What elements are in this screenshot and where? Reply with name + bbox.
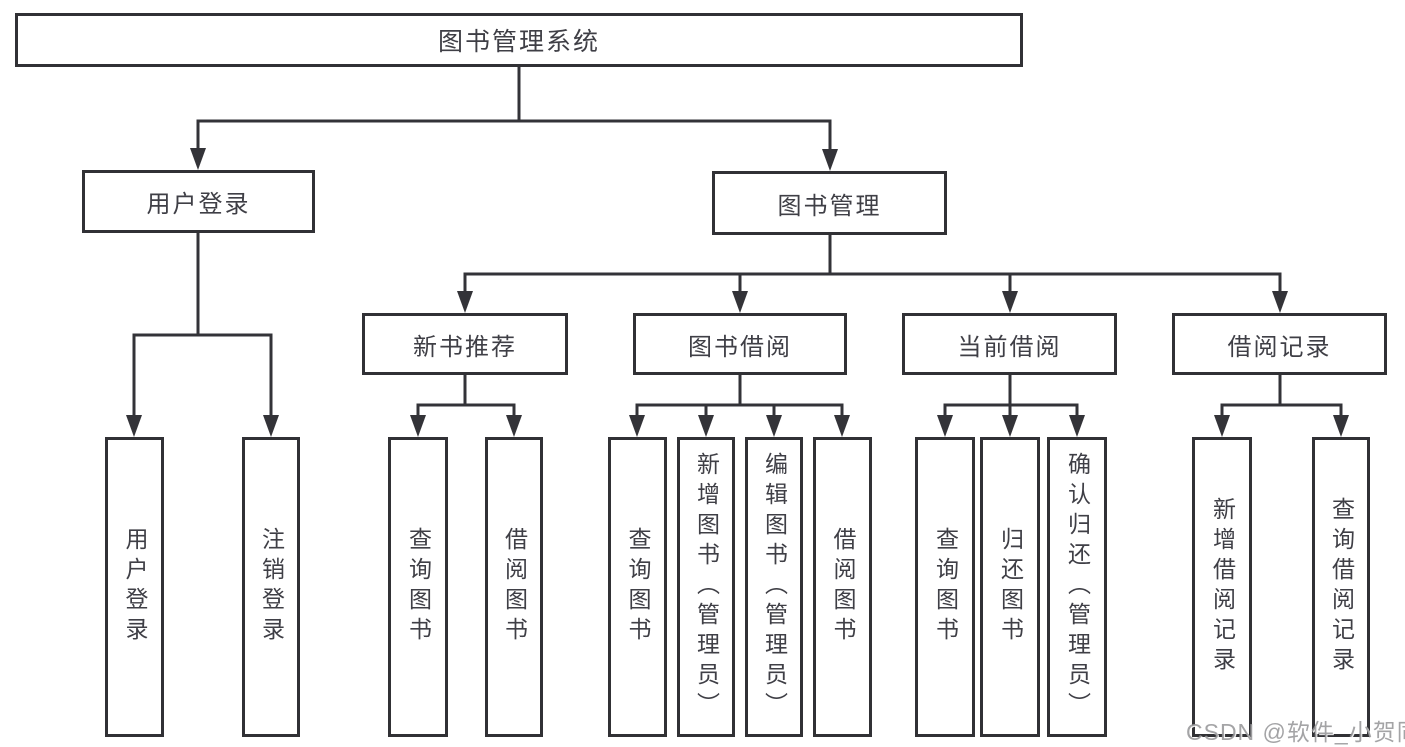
node-user-login: 用户登录 xyxy=(82,170,315,233)
leaf-borrow-books-recommend: 借阅图书 xyxy=(485,437,543,737)
leaf-add-books-admin: 新增图书（管理员） xyxy=(677,437,735,737)
leaf-add-borrow-record: 新增借阅记录 xyxy=(1192,437,1252,737)
leaf-logout: 注销登录 xyxy=(242,437,300,737)
leaf-user-login: 用户登录 xyxy=(105,437,164,737)
leaf-borrow-books: 借阅图书 xyxy=(813,437,872,737)
node-book-management: 图书管理 xyxy=(712,171,947,235)
csdn-watermark: CSDN @软件_小贺同学 xyxy=(1186,719,1405,745)
leaf-edit-books-admin: 编辑图书（管理员） xyxy=(745,437,803,737)
leaf-query-borrow-record: 查询借阅记录 xyxy=(1312,437,1370,737)
node-new-book-recommendation: 新书推荐 xyxy=(362,313,568,375)
leaf-confirm-return-admin: 确认归还（管理员） xyxy=(1047,437,1107,737)
node-library-management-system: 图书管理系统 xyxy=(15,13,1023,67)
node-borrowing-records: 借阅记录 xyxy=(1172,313,1387,375)
node-current-borrowing: 当前借阅 xyxy=(902,313,1117,375)
leaf-query-books-borrow: 查询图书 xyxy=(608,437,667,737)
leaf-query-books-recommend: 查询图书 xyxy=(388,437,448,737)
leaf-query-books-current: 查询图书 xyxy=(915,437,975,737)
node-book-borrowing: 图书借阅 xyxy=(633,313,847,375)
leaf-return-books: 归还图书 xyxy=(980,437,1040,737)
